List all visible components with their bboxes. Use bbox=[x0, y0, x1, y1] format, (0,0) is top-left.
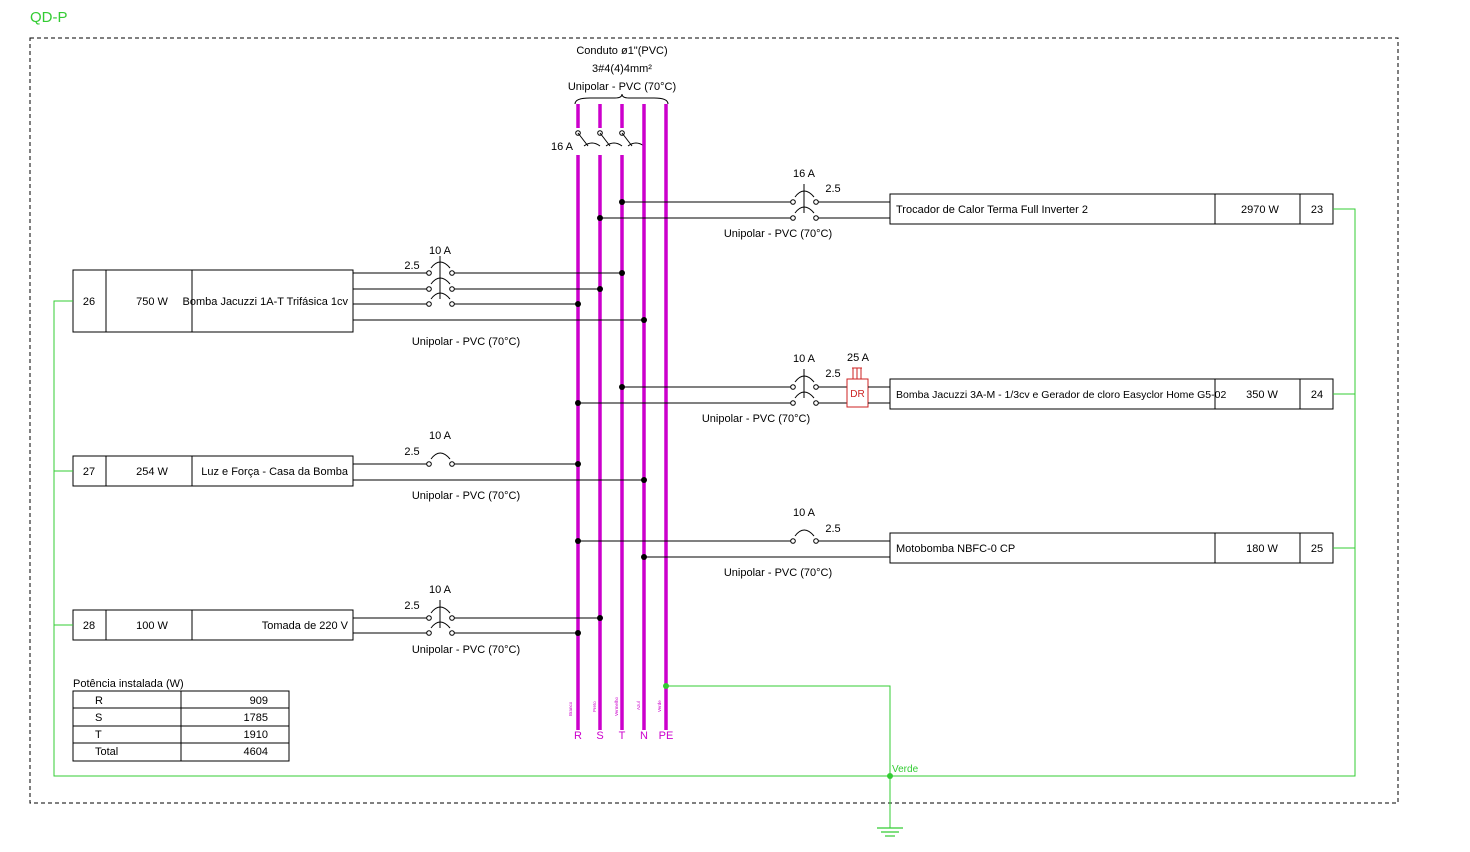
circuit-24 bbox=[575, 367, 1334, 410]
feeder-insulation: Unipolar - PVC (70°C) bbox=[568, 81, 676, 93]
power-table-row-label: S bbox=[95, 712, 102, 724]
circuit-24-insulation: Unipolar - PVC (70°C) bbox=[702, 413, 810, 425]
power-table-row-value: 909 bbox=[250, 695, 268, 707]
bus-color-pe: Verde bbox=[657, 700, 662, 712]
panel-title: QD-P bbox=[30, 9, 68, 26]
power-table-title: Potência instalada (W) bbox=[73, 678, 184, 690]
main-breaker-rating: 16 A bbox=[551, 141, 574, 153]
power-table-row-value: 1785 bbox=[244, 712, 268, 724]
circuit-24-dr-rating: 25 A bbox=[847, 352, 870, 364]
circuit-25-description: Motobomba NBFC-0 CP bbox=[896, 543, 1015, 555]
bus-label-pe: PE bbox=[659, 730, 674, 742]
circuit-23-description: Trocador de Calor Terma Full Inverter 2 bbox=[896, 204, 1088, 216]
ground-label: Verde bbox=[892, 764, 919, 775]
bus-bars bbox=[576, 104, 668, 730]
circuit-28 bbox=[72, 600, 603, 641]
bus-label-n: N bbox=[640, 730, 648, 742]
power-table-row-value: 1910 bbox=[244, 729, 268, 741]
power-table-row-label: T bbox=[95, 729, 102, 741]
circuit-23-insulation: Unipolar - PVC (70°C) bbox=[724, 228, 832, 240]
bus-label-r: R bbox=[574, 730, 582, 742]
bus-color-r: Branco bbox=[568, 701, 573, 716]
circuit-25-section: 2.5 bbox=[825, 523, 840, 535]
feeder-cable: 3#4(4)4mm² bbox=[592, 63, 652, 75]
circuit-23-number: 23 bbox=[1311, 204, 1323, 216]
bus-color-n: Azul bbox=[636, 701, 641, 710]
main-breaker bbox=[575, 130, 645, 147]
circuit-25-power: 180 W bbox=[1246, 543, 1278, 555]
circuit-23-breaker: 16 A bbox=[793, 168, 816, 180]
ground-wiring bbox=[53, 208, 1356, 828]
bus-color-s: Preto bbox=[592, 701, 597, 712]
circuit-24-section: 2.5 bbox=[825, 368, 840, 380]
circuit-27-section: 2.5 bbox=[404, 446, 419, 458]
bus-label-t: T bbox=[619, 730, 626, 742]
circuit-28-number: 28 bbox=[83, 620, 95, 632]
circuit-27-breaker: 10 A bbox=[429, 430, 452, 442]
circuit-28-breaker: 10 A bbox=[429, 584, 452, 596]
circuit-24-power: 350 W bbox=[1246, 389, 1278, 401]
circuit-23-section: 2.5 bbox=[825, 183, 840, 195]
circuit-25 bbox=[575, 529, 1334, 564]
circuit-28-insulation: Unipolar - PVC (70°C) bbox=[412, 644, 520, 656]
circuit-24-breaker: 10 A bbox=[793, 353, 816, 365]
circuit-25-insulation: Unipolar - PVC (70°C) bbox=[724, 567, 832, 579]
circuit-23 bbox=[597, 184, 1334, 225]
circuit-27-description: Luz e Força - Casa da Bomba bbox=[201, 466, 349, 478]
circuit-28-section: 2.5 bbox=[404, 600, 419, 612]
panel-boundary bbox=[29, 37, 1399, 804]
circuit-24-description: Bomba Jacuzzi 3A-M - 1/3cv e Gerador de … bbox=[896, 389, 1226, 401]
feeder-brace bbox=[574, 93, 669, 105]
circuit-25-breaker: 10 A bbox=[793, 507, 816, 519]
power-table bbox=[72, 690, 290, 762]
circuit-28-description: Tomada de 220 V bbox=[262, 620, 349, 632]
circuit-28-power: 100 W bbox=[136, 620, 168, 632]
circuit-26 bbox=[72, 256, 647, 333]
power-table-row-value: 4604 bbox=[244, 746, 268, 758]
bus-label-s: S bbox=[596, 730, 603, 742]
ground-symbol-icon bbox=[877, 827, 903, 837]
circuit-26-insulation: Unipolar - PVC (70°C) bbox=[412, 336, 520, 348]
circuit-26-power: 750 W bbox=[136, 296, 168, 308]
circuit-26-section: 2.5 bbox=[404, 260, 419, 272]
circuit-27 bbox=[72, 452, 647, 487]
circuit-26-description: Bomba Jacuzzi 1A-T Trifásica 1cv bbox=[183, 296, 349, 308]
feeder-conduit: Conduto ø1"(PVC) bbox=[576, 45, 667, 57]
power-table-row-label: Total bbox=[95, 746, 118, 758]
circuit-27-power: 254 W bbox=[136, 466, 168, 478]
circuit-26-number: 26 bbox=[83, 296, 95, 308]
circuit-27-insulation: Unipolar - PVC (70°C) bbox=[412, 490, 520, 502]
circuit-24-number: 24 bbox=[1311, 389, 1323, 401]
power-table-row-label: R bbox=[95, 695, 103, 707]
circuit-26-breaker: 10 A bbox=[429, 245, 452, 257]
circuit-27-number: 27 bbox=[83, 466, 95, 478]
bus-color-t: Vermelho bbox=[614, 696, 619, 716]
circuit-23-power: 2970 W bbox=[1241, 204, 1280, 216]
circuit-25-number: 25 bbox=[1311, 543, 1323, 555]
circuit-24-dr-label: DR bbox=[850, 389, 864, 400]
